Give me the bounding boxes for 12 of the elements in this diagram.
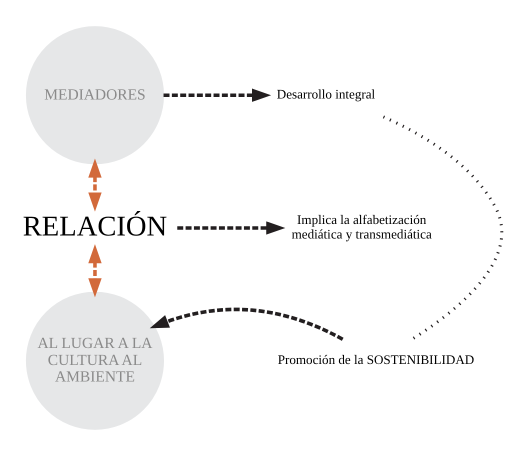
node-text: Promoción de la SOSTENIBILIDAD [278,352,474,367]
connector [382,115,504,340]
node-text: RELACIÓN [22,210,168,242]
arrow [88,244,102,297]
arrow [177,220,286,234]
node-circle: MEDIADORES [26,26,164,164]
node-circle: AL LUGAR A LA CULTURA AL AMBIENTE [26,291,164,430]
arrow [150,307,344,340]
node-text: Implica la alfabetización mediática y transmediática [292,212,432,241]
arrow [88,158,102,212]
arrow [164,88,272,102]
node-text: Desarrollo integral [276,86,376,102]
